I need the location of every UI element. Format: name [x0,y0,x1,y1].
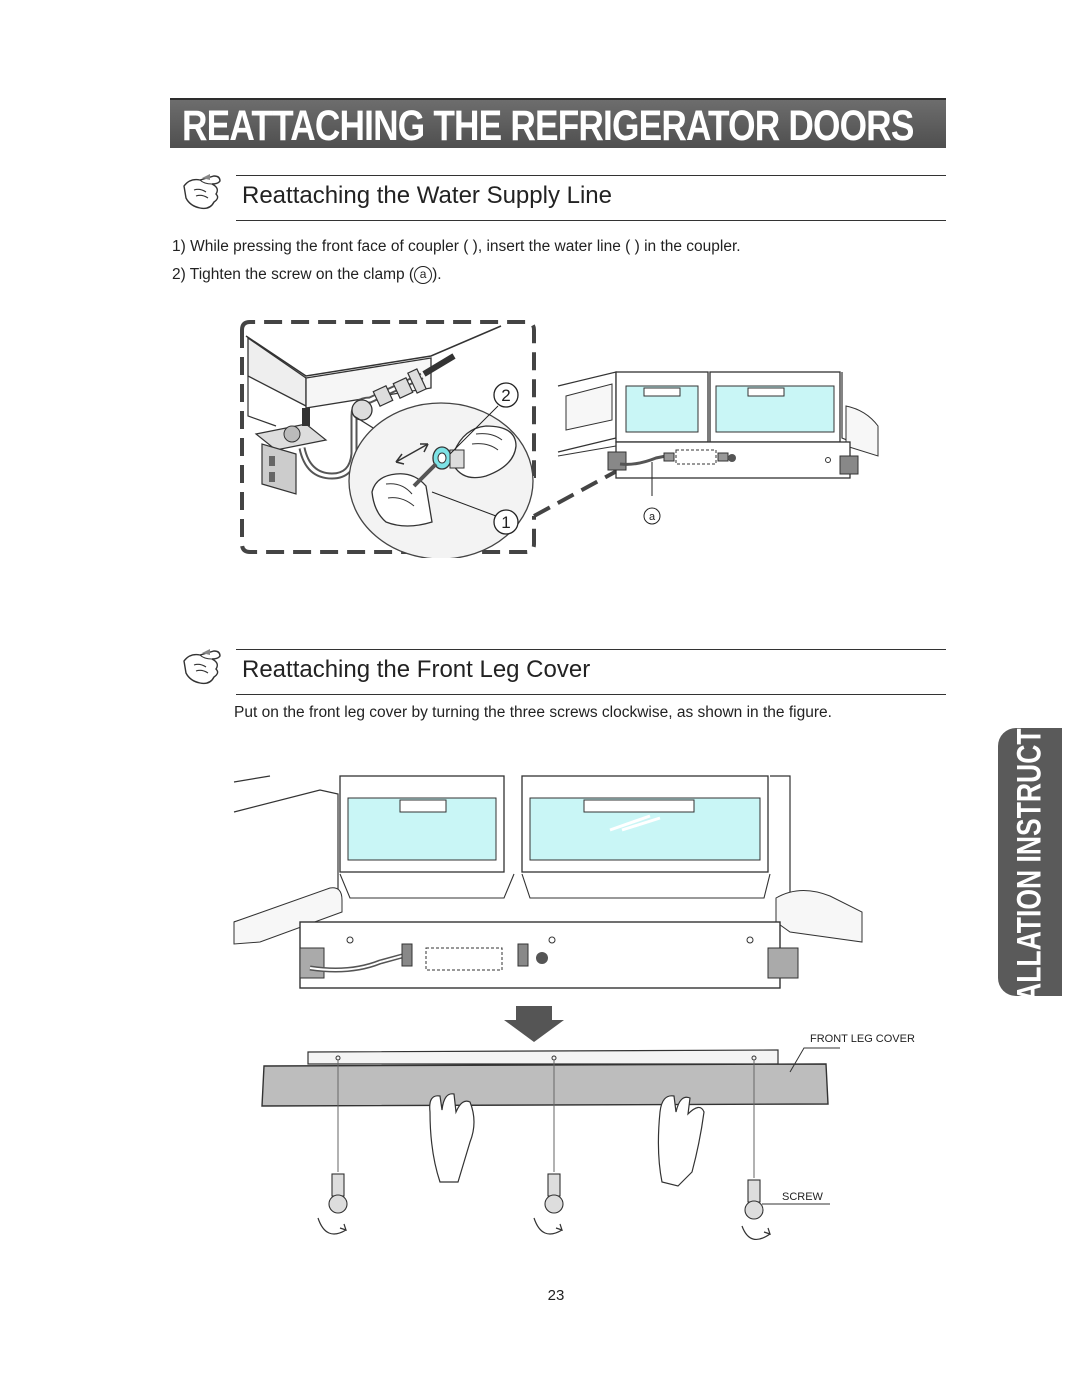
callout-a: a [649,511,656,523]
side-tab-text: INSTALLATION INSTRUCTIONS [1010,663,1049,1061]
screw-label: SCREW [782,1191,824,1203]
step-2-prefix: 2) Tighten the screw on the clamp ( [172,266,415,284]
step-1-text: 1) While pressing the front face of coup… [172,238,741,255]
section-heading-water-line: Reattaching the Water Supply Line [236,175,946,221]
page-title: REATTACHING THE REFRIGERATOR DOORS [182,102,914,150]
section-heading-text: Reattaching the Water Supply Line [242,182,612,209]
step-2-text: 2) Tighten the screw on the clamp (a). [172,266,442,284]
callout-2: 2 [501,386,510,405]
leg-cover-figure: FRONT LEG COVER SCREW [233,775,915,1241]
circled-a-marker: a [414,266,433,284]
water-line-figure: 2 1 a [240,320,879,558]
leg-cover-instructions: Put on the front leg cover by turning th… [234,704,832,721]
section-heading-text: Reattaching the Front Leg Cover [242,656,591,683]
section-heading-leg-cover: Reattaching the Front Leg Cover [236,649,946,695]
side-tab-installation: INSTALLATION INSTRUCTIONS [998,664,1062,1060]
page-number: 23 [547,1287,565,1304]
page-title-bar: REATTACHING THE REFRIGERATOR DOORS [170,98,946,150]
pointing-hand-icon [183,649,221,685]
pointing-hand-icon [183,174,221,210]
front-leg-cover-label: FRONT LEG COVER [810,1033,915,1045]
step-2-suffix: ). [432,266,442,284]
callout-1: 1 [501,513,510,532]
